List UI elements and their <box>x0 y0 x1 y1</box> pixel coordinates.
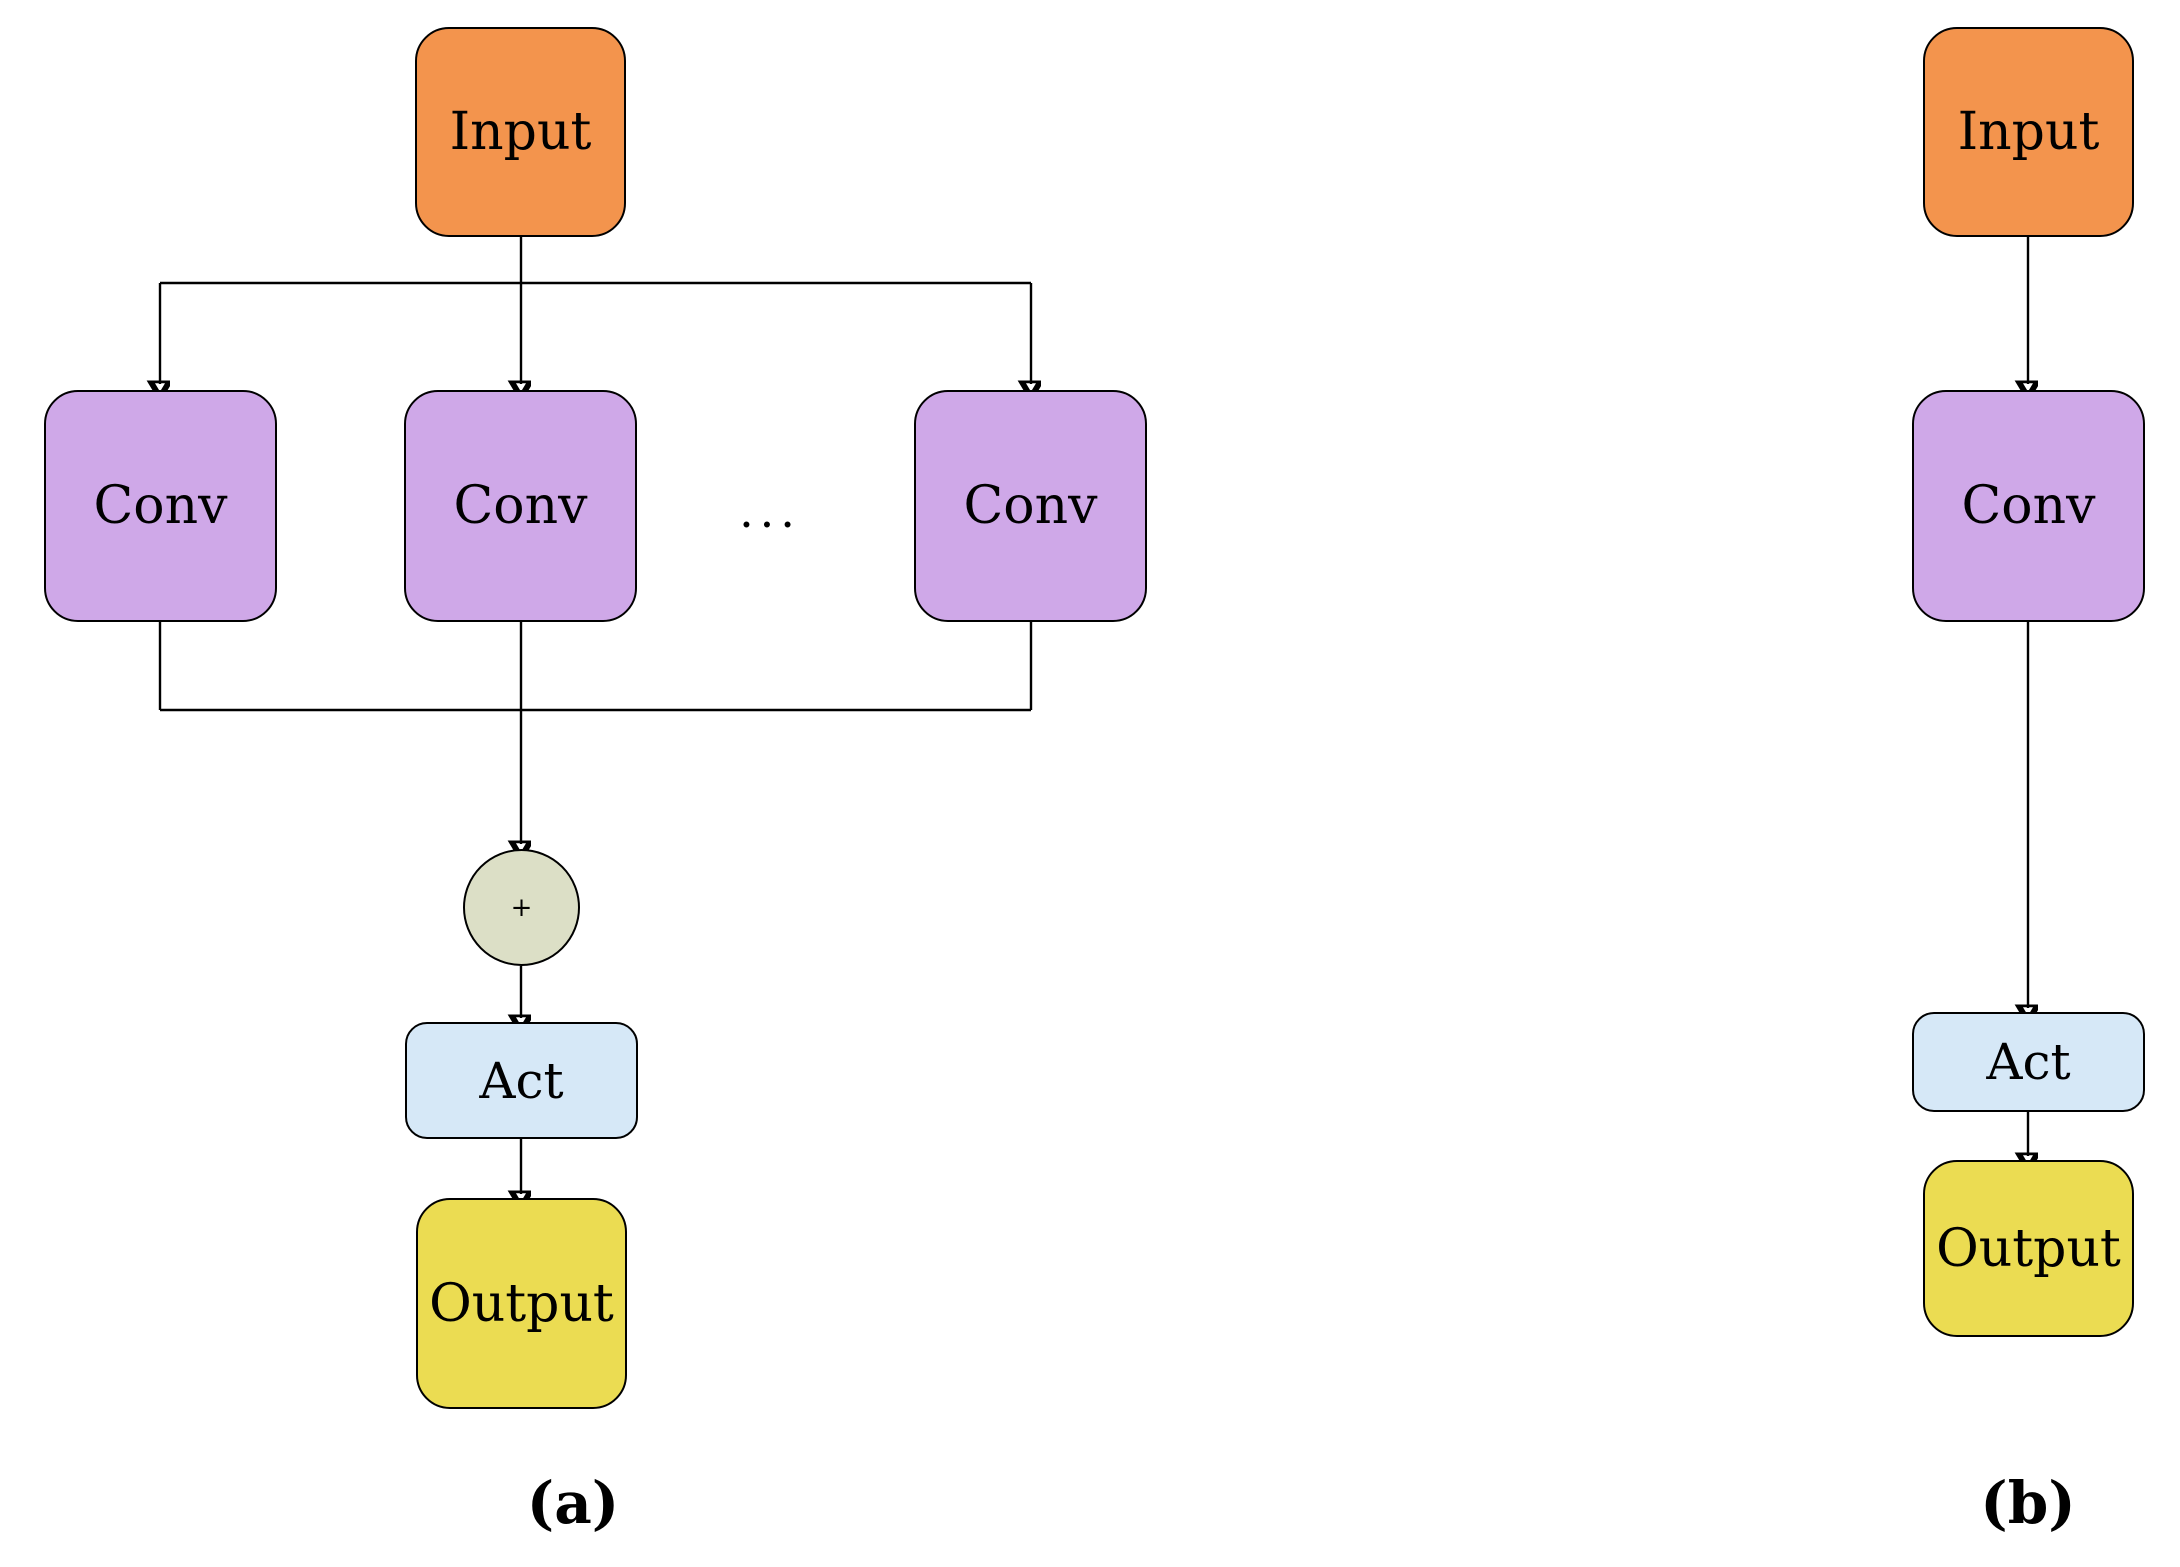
node-act-b[interactable]: Act <box>1912 1012 2145 1112</box>
node-output-b-label: Output <box>1936 1218 2121 1279</box>
node-output-b[interactable]: Output <box>1923 1160 2134 1337</box>
node-conv-2-label: Conv <box>453 476 588 536</box>
node-input-a[interactable]: Input <box>415 27 626 237</box>
node-conv-2[interactable]: Conv <box>404 390 637 622</box>
node-conv-3[interactable]: Conv <box>914 390 1147 622</box>
node-act-b-label: Act <box>1986 1033 2071 1091</box>
node-input-b[interactable]: Input <box>1923 27 2134 237</box>
node-conv-1-label: Conv <box>93 476 228 536</box>
wire-input-to-bus-a <box>160 237 1031 285</box>
panel-caption-b: (b) <box>1980 1469 2076 1537</box>
conv-ellipsis: ... <box>739 484 801 538</box>
node-conv-1[interactable]: Conv <box>44 390 277 622</box>
node-output-a-label: Output <box>429 1273 614 1334</box>
node-input-b-label: Input <box>1957 102 2100 162</box>
wire-convs-to-merge-bus <box>158 622 1033 712</box>
node-input-a-label: Input <box>449 102 592 162</box>
panel-caption-a: (a) <box>526 1469 620 1537</box>
node-act-a-label: Act <box>479 1051 564 1110</box>
node-conv-b-label: Conv <box>1961 476 2096 536</box>
node-act-a[interactable]: Act <box>405 1022 638 1139</box>
node-output-a[interactable]: Output <box>416 1198 627 1409</box>
node-sum-operator[interactable]: + <box>463 849 580 966</box>
node-sum-label: + <box>510 892 533 923</box>
node-conv-b[interactable]: Conv <box>1912 390 2145 622</box>
node-conv-3-label: Conv <box>963 476 1098 536</box>
